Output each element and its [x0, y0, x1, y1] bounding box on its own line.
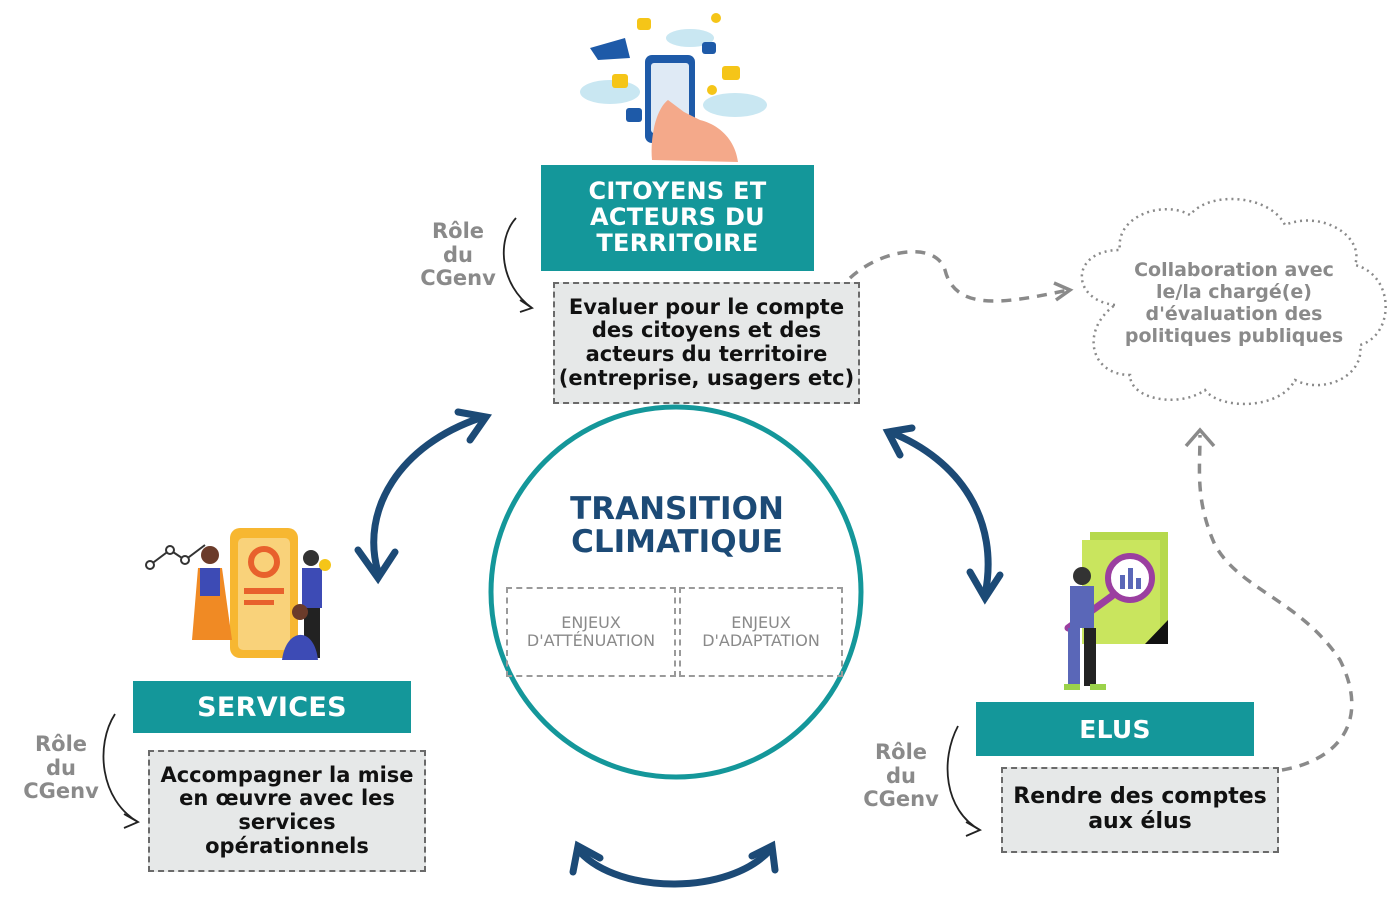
cloud-text: Collaboration avec le/la chargé(e) d'éva… [1104, 259, 1364, 347]
center-title-line: CLIMATIQUE [571, 523, 783, 560]
center-title: TRANSITION CLIMATIQUE [527, 493, 827, 558]
smartphone-social-media-illustration [580, 13, 767, 162]
cloud-text-line: le/la chargé(e) [1155, 280, 1312, 303]
role-arrow-right [946, 725, 983, 837]
services-role-line: opérationnels [205, 833, 369, 858]
role-label-line: Rôle [874, 740, 928, 764]
services-role-line: en œuvre avec les [179, 786, 395, 811]
cloud-text-line: Collaboration avec [1134, 259, 1334, 281]
cloud-text-line: politiques publiques [1124, 324, 1344, 347]
citizens-role-line: (entreprise, usagers etc) [558, 365, 855, 390]
role-label-line: Rôle [34, 732, 88, 756]
role-arrow-top [502, 217, 535, 313]
center-title-line: TRANSITION [570, 491, 784, 527]
citizens-role-line: des citoyens et des [591, 318, 822, 343]
elus-role-box: Rendre des comptes aux élus [1001, 767, 1279, 853]
services-title: SERVICES [197, 691, 347, 723]
role-label-line: CGenv [420, 266, 496, 291]
person-magnifier-report-illustration [1064, 532, 1168, 690]
citizens-role-line: Evaluer pour le compte [568, 294, 845, 319]
team-dashboard-illustration [145, 528, 331, 660]
citizens-role-box: Evaluer pour le compte des citoyens et d… [553, 282, 860, 404]
services-role-box: Accompagner la mise en œuvre avec les se… [148, 750, 426, 872]
citizens-role-line: acteurs du territoire [585, 342, 828, 366]
role-label-left: Rôle du CGenv [11, 732, 111, 804]
arrow-top-left [354, 408, 492, 585]
arrow-top-right [882, 424, 1004, 605]
elus-role-line: Rendre des comptes [1013, 784, 1267, 810]
role-label-line: du [886, 763, 916, 788]
citizens-title-line: CITOYENS ET [588, 177, 767, 206]
enjeux-adaptation-box: ENJEUX D'ADAPTATION [679, 587, 843, 677]
enjeux-attenuation-box: ENJEUX D'ATTÉNUATION [506, 587, 676, 677]
role-label-line: du [46, 755, 76, 780]
elus-role-line: aux élus [1088, 809, 1192, 834]
citizens-title-line: ACTEURS DU [590, 203, 765, 232]
cloud-text-line: d'évaluation des [1145, 302, 1323, 325]
citizens-title-box: CITOYENS ET ACTEURS DU TERRITOIRE [541, 165, 814, 271]
center-circle [488, 404, 864, 780]
role-label-line: CGenv [863, 787, 939, 812]
elus-title-box: ELUS [976, 702, 1254, 756]
role-arrow-left [102, 713, 141, 829]
role-label-right: Rôle du CGenv [851, 740, 951, 812]
role-label-top: Rôle du CGenv [408, 219, 508, 291]
role-label-line: CGenv [23, 779, 99, 804]
services-role-line: Accompagner la mise [160, 762, 414, 787]
services-title-box: SERVICES [133, 681, 411, 733]
services-role-line: services [238, 810, 336, 834]
role-label-line: du [443, 242, 473, 267]
role-label-line: Rôle [431, 219, 485, 243]
elus-title: ELUS [1079, 714, 1151, 744]
arrow-bottom [569, 840, 779, 888]
enjeu-line: D'ADAPTATION [702, 631, 820, 650]
enjeu-line: D'ATTÉNUATION [526, 631, 656, 650]
enjeu-line: ENJEUX [731, 612, 791, 632]
dashed-arrow-to-cloud [848, 249, 1354, 772]
collaboration-cloud [1080, 197, 1387, 406]
citizens-title-line: TERRITOIRE [596, 228, 759, 257]
enjeu-line: ENJEUX [561, 612, 621, 632]
